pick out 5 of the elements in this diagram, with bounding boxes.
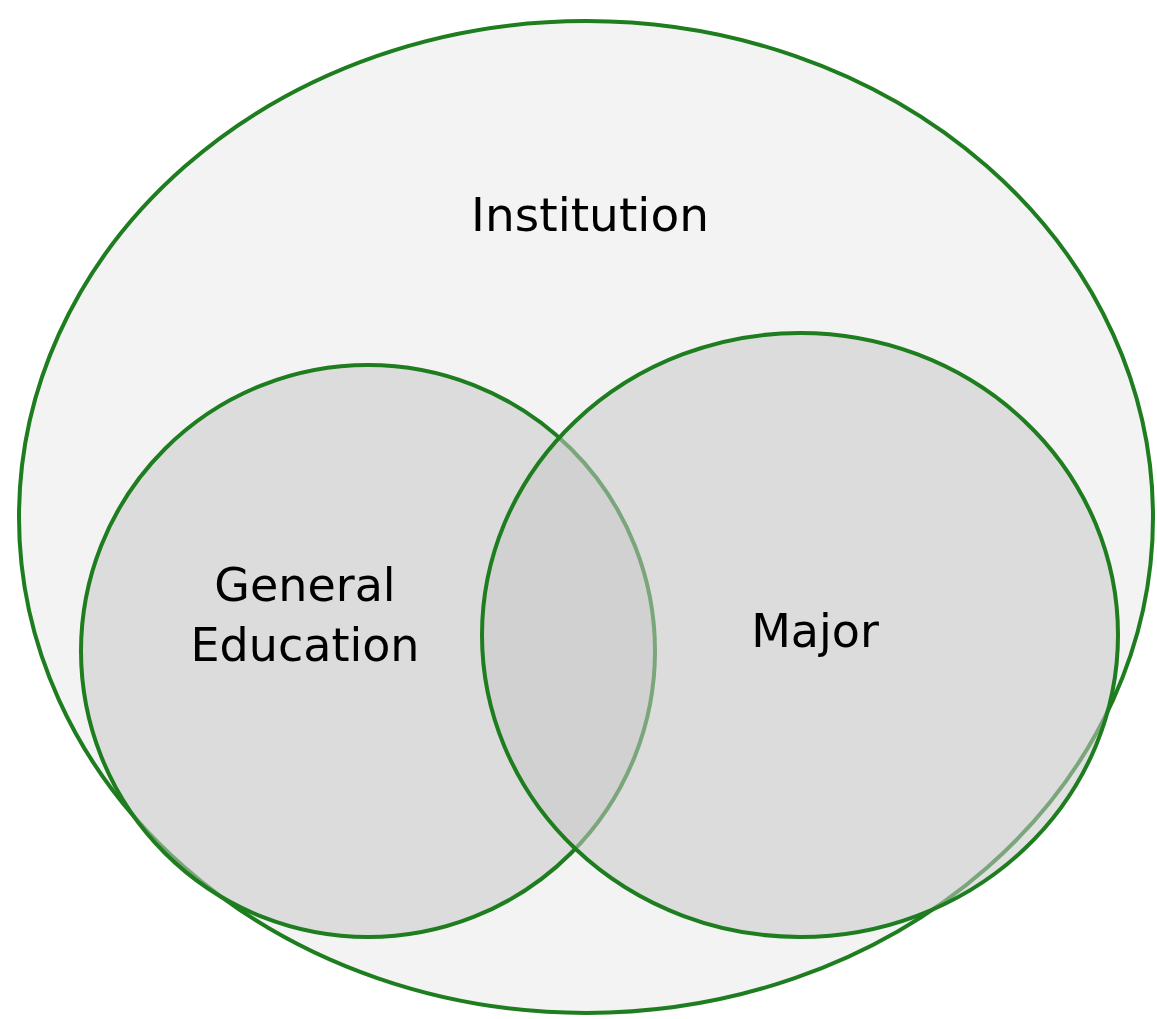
ellipse-region bbox=[17, 19, 1155, 1015]
circle-region bbox=[480, 331, 1120, 939]
region-label: General Education bbox=[189, 557, 421, 674]
region-label: Institution bbox=[470, 186, 710, 245]
region-label: Major bbox=[750, 603, 880, 661]
